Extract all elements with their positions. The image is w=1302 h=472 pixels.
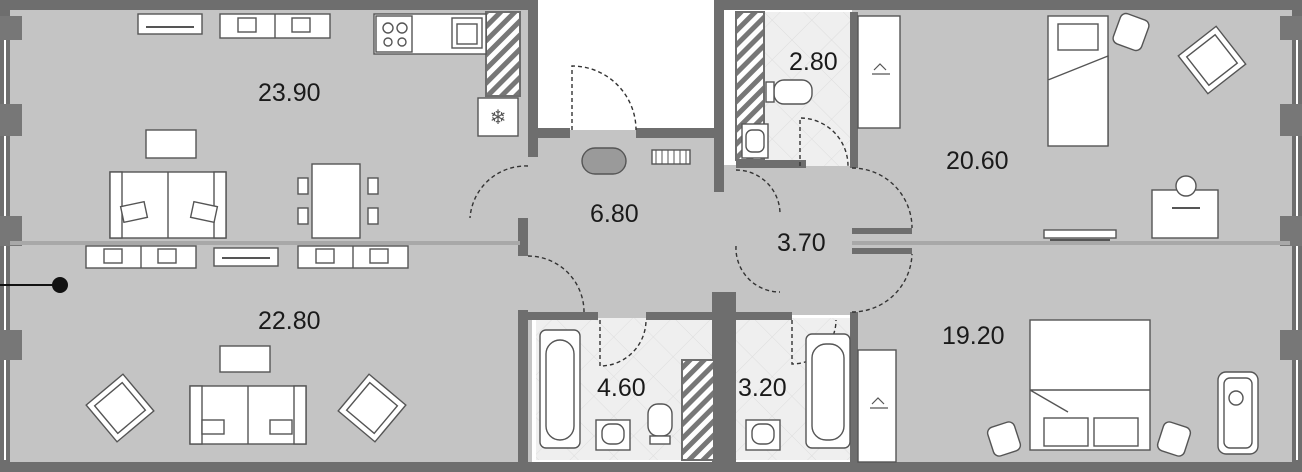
coffee-table <box>145 129 197 159</box>
dining-table <box>311 163 361 239</box>
area-labels: 23.90 22.80 6.80 2.80 3.70 20.60 4.60 3.… <box>258 48 1009 402</box>
area-label-corridor: 3.70 <box>777 229 826 257</box>
coffee-table-bottom <box>219 345 271 373</box>
wardrobe-bottom <box>857 349 897 463</box>
svg-text:❄: ❄ <box>490 105 507 129</box>
area-label-living-bottom: 22.80 <box>258 307 321 335</box>
area-label-wc: 2.80 <box>789 48 838 76</box>
area-label-hall: 6.80 <box>590 200 639 228</box>
area-label-bedroom-bottom: 19.20 <box>942 322 1005 350</box>
desk <box>1151 189 1219 239</box>
floor-corridor <box>722 165 858 315</box>
toilet-left <box>647 403 673 437</box>
tv-unit <box>137 13 203 35</box>
fridge <box>477 97 519 137</box>
nightstand-right <box>1156 421 1192 457</box>
area-label-bath-left: 4.60 <box>597 374 646 402</box>
shoe-rack <box>651 149 691 165</box>
nightstand <box>1112 12 1150 52</box>
window-piers <box>0 16 1302 360</box>
tv-bedroom <box>1043 229 1117 239</box>
door-swings <box>469 65 913 367</box>
area-label-bedroom-top: 20.60 <box>946 147 1009 175</box>
entrance-marker <box>0 277 68 293</box>
area-label-living-top: 23.90 <box>258 79 321 107</box>
area-label-bath-right: 3.20 <box>738 374 787 402</box>
floor-entrance-niche <box>536 4 718 130</box>
furniture: ❄ <box>85 12 1259 463</box>
hall-pouf <box>581 147 627 175</box>
wardrobe-top <box>857 15 901 129</box>
window-glazing <box>4 40 1298 460</box>
toilet-wc <box>773 79 813 105</box>
hob <box>375 15 413 53</box>
nightstand-left <box>986 421 1022 457</box>
